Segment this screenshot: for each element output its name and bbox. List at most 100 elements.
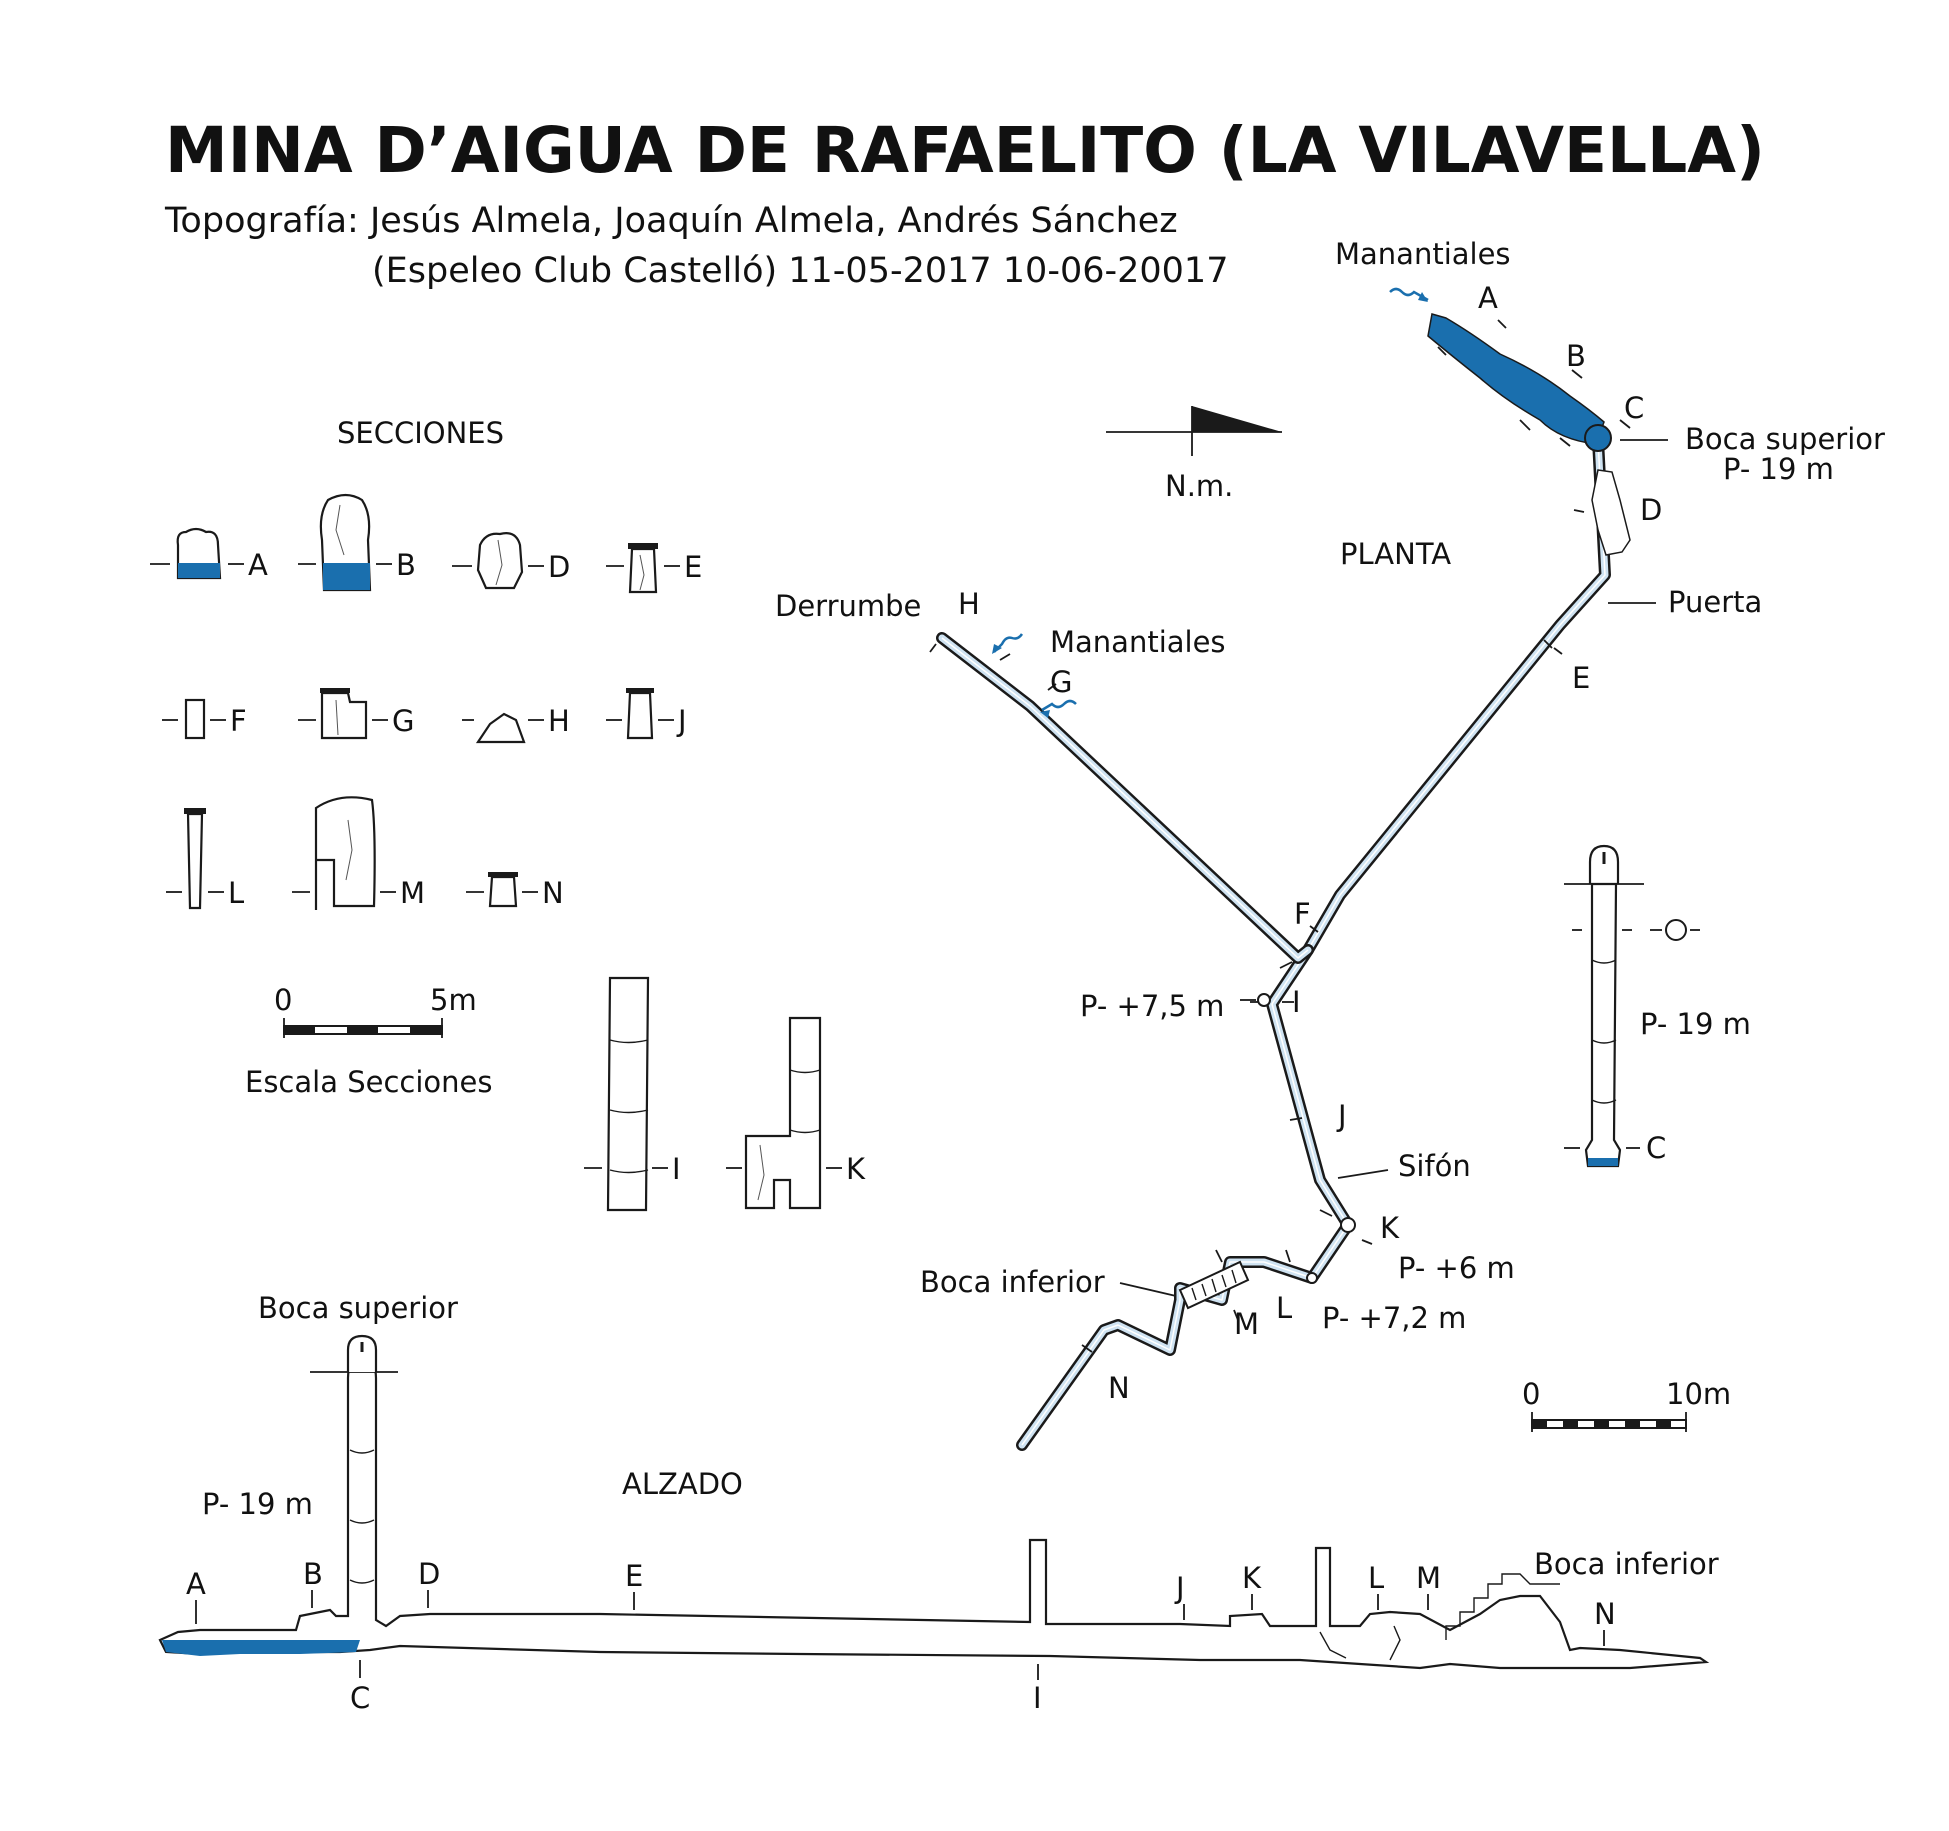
planta-scale-bar: 0 10m: [1522, 1377, 1731, 1432]
upper-shaft-circle: [1584, 424, 1612, 452]
station-m: M: [1234, 1307, 1259, 1341]
section-f: F: [162, 698, 247, 740]
section-m-label: M: [400, 876, 425, 910]
alzado-station-ticks: [195, 1590, 1605, 1680]
station-n: N: [1108, 1371, 1130, 1405]
label-p-i: P- +7,5 m: [1080, 989, 1224, 1023]
secciones-scale-zero: 0: [274, 983, 292, 1017]
credits-line-2: (Espeleo Club Castelló) 11-05-2017 10-06…: [372, 251, 1228, 291]
section-k: K: [726, 1016, 866, 1210]
section-g: G: [298, 688, 414, 740]
boca-inferior-stairs: [1178, 1260, 1250, 1310]
section-i-label: I: [672, 1152, 681, 1186]
label-p-l: P- +7,2 m: [1322, 1301, 1466, 1335]
spring-arrow-icon: [992, 633, 1024, 654]
planta-station-ticks: [929, 319, 1631, 1353]
alzado-station-k: K: [1242, 1561, 1262, 1595]
label-boca-inferior: Boca inferior: [920, 1265, 1105, 1299]
section-a: A: [150, 527, 268, 582]
planta-heading: PLANTA: [1340, 537, 1451, 571]
spring-arrow-icon: [1040, 699, 1077, 718]
shaft-depth-label: P- 19 m: [1640, 1007, 1751, 1041]
section-h-label: H: [548, 704, 570, 738]
section-d: D: [452, 532, 570, 590]
section-e: E: [606, 543, 702, 594]
station-g: G: [1050, 665, 1072, 699]
section-l-label: L: [228, 876, 244, 910]
map-title: MINA D’AIGUA DE RAFAELITO (LA VILAVELLA): [165, 114, 1765, 187]
alzado-station-b: B: [303, 1557, 323, 1591]
label-manantiales-top: Manantiales: [1335, 237, 1511, 271]
secciones-panel: SECCIONES A B D: [150, 416, 866, 1212]
shaft-water: [1588, 1158, 1618, 1166]
alzado-depth: P- 19 m: [202, 1487, 313, 1521]
station-c: C: [1624, 391, 1644, 425]
planta-panel: PLANTA N.m.: [775, 237, 1885, 1451]
section-d-label: D: [548, 550, 570, 584]
north-arrow-icon: N.m.: [1106, 406, 1282, 503]
section-g-label: G: [392, 704, 414, 738]
section-h: H: [462, 704, 570, 744]
station-f: F: [1294, 897, 1311, 931]
section-j-label: J: [676, 704, 687, 738]
credits-line-1: Topografía: Jesús Almela, Joaquín Almela…: [164, 201, 1178, 241]
label-puerta: Puerta: [1668, 585, 1762, 619]
station-b: B: [1566, 339, 1586, 373]
alzado-station-i: I: [1033, 1681, 1042, 1715]
alzado-boca-inferior: Boca inferior: [1534, 1547, 1719, 1581]
alzado-station-j: J: [1174, 1571, 1185, 1605]
station-h: H: [958, 587, 980, 621]
flooded-gallery: [1427, 313, 1605, 445]
station-e: E: [1572, 661, 1590, 695]
north-label: N.m.: [1165, 469, 1233, 503]
section-b-label: B: [396, 548, 416, 582]
secciones-scale-max: 5m: [430, 983, 477, 1017]
label-derrumbe: Derrumbe: [775, 589, 921, 623]
section-b-water: [323, 563, 370, 590]
shaft-i-icon: [1257, 993, 1271, 1007]
rock-fill-d: [1591, 469, 1631, 556]
shaft-circle-section-icon: [1650, 919, 1700, 941]
alzado-panel: ALZADO Boca superior P- 19 m Boca inferi…: [158, 1291, 1719, 1715]
station-a: A: [1478, 281, 1498, 315]
section-i: I: [584, 976, 681, 1212]
section-e-label: E: [684, 550, 702, 584]
station-l: L: [1276, 1291, 1292, 1325]
alzado-heading: ALZADO: [622, 1467, 743, 1501]
alzado-water: [162, 1640, 360, 1656]
alzado-station-n: N: [1594, 1597, 1616, 1631]
alzado-profile: [158, 1358, 1710, 1670]
section-j: J: [606, 688, 687, 740]
station-d: D: [1640, 493, 1662, 527]
station-i: I: [1292, 985, 1301, 1019]
label-manantiales-mid: Manantiales: [1050, 625, 1226, 659]
secciones-scale-caption: Escala Secciones: [245, 1065, 492, 1099]
label-boca-superior-depth: P- 19 m: [1723, 452, 1834, 486]
label-boca-superior: Boca superior: [1685, 422, 1885, 456]
shaft-profile: C P- 19 m: [1564, 844, 1751, 1168]
alzado-station-m: M: [1416, 1561, 1441, 1595]
section-b: B: [298, 493, 416, 592]
section-n-label: N: [542, 876, 564, 910]
station-j: J: [1336, 1099, 1347, 1133]
planta-scale-max: 10m: [1666, 1377, 1731, 1411]
section-k-label: K: [846, 1152, 866, 1186]
alzado-station-c: C: [350, 1681, 370, 1715]
section-l: L: [166, 808, 244, 910]
alzado-station-l: L: [1368, 1561, 1384, 1595]
secciones-scale-bar: 0 5m Escala Secciones: [245, 983, 492, 1099]
alzado-station-a: A: [186, 1567, 206, 1601]
label-p-k: P- +6 m: [1398, 1251, 1515, 1285]
alzado-station-d: D: [418, 1557, 440, 1591]
spring-arrow-icon: [1389, 287, 1429, 302]
label-sifon: Sifón: [1398, 1149, 1471, 1183]
alzado-station-e: E: [625, 1559, 643, 1593]
shaft-station-c: C: [1646, 1131, 1666, 1165]
section-m: M: [292, 796, 425, 910]
station-k: K: [1380, 1211, 1400, 1245]
section-a-label: A: [248, 548, 268, 582]
section-n: N: [466, 872, 564, 910]
secciones-heading: SECCIONES: [337, 416, 504, 450]
section-a-water: [178, 563, 220, 578]
